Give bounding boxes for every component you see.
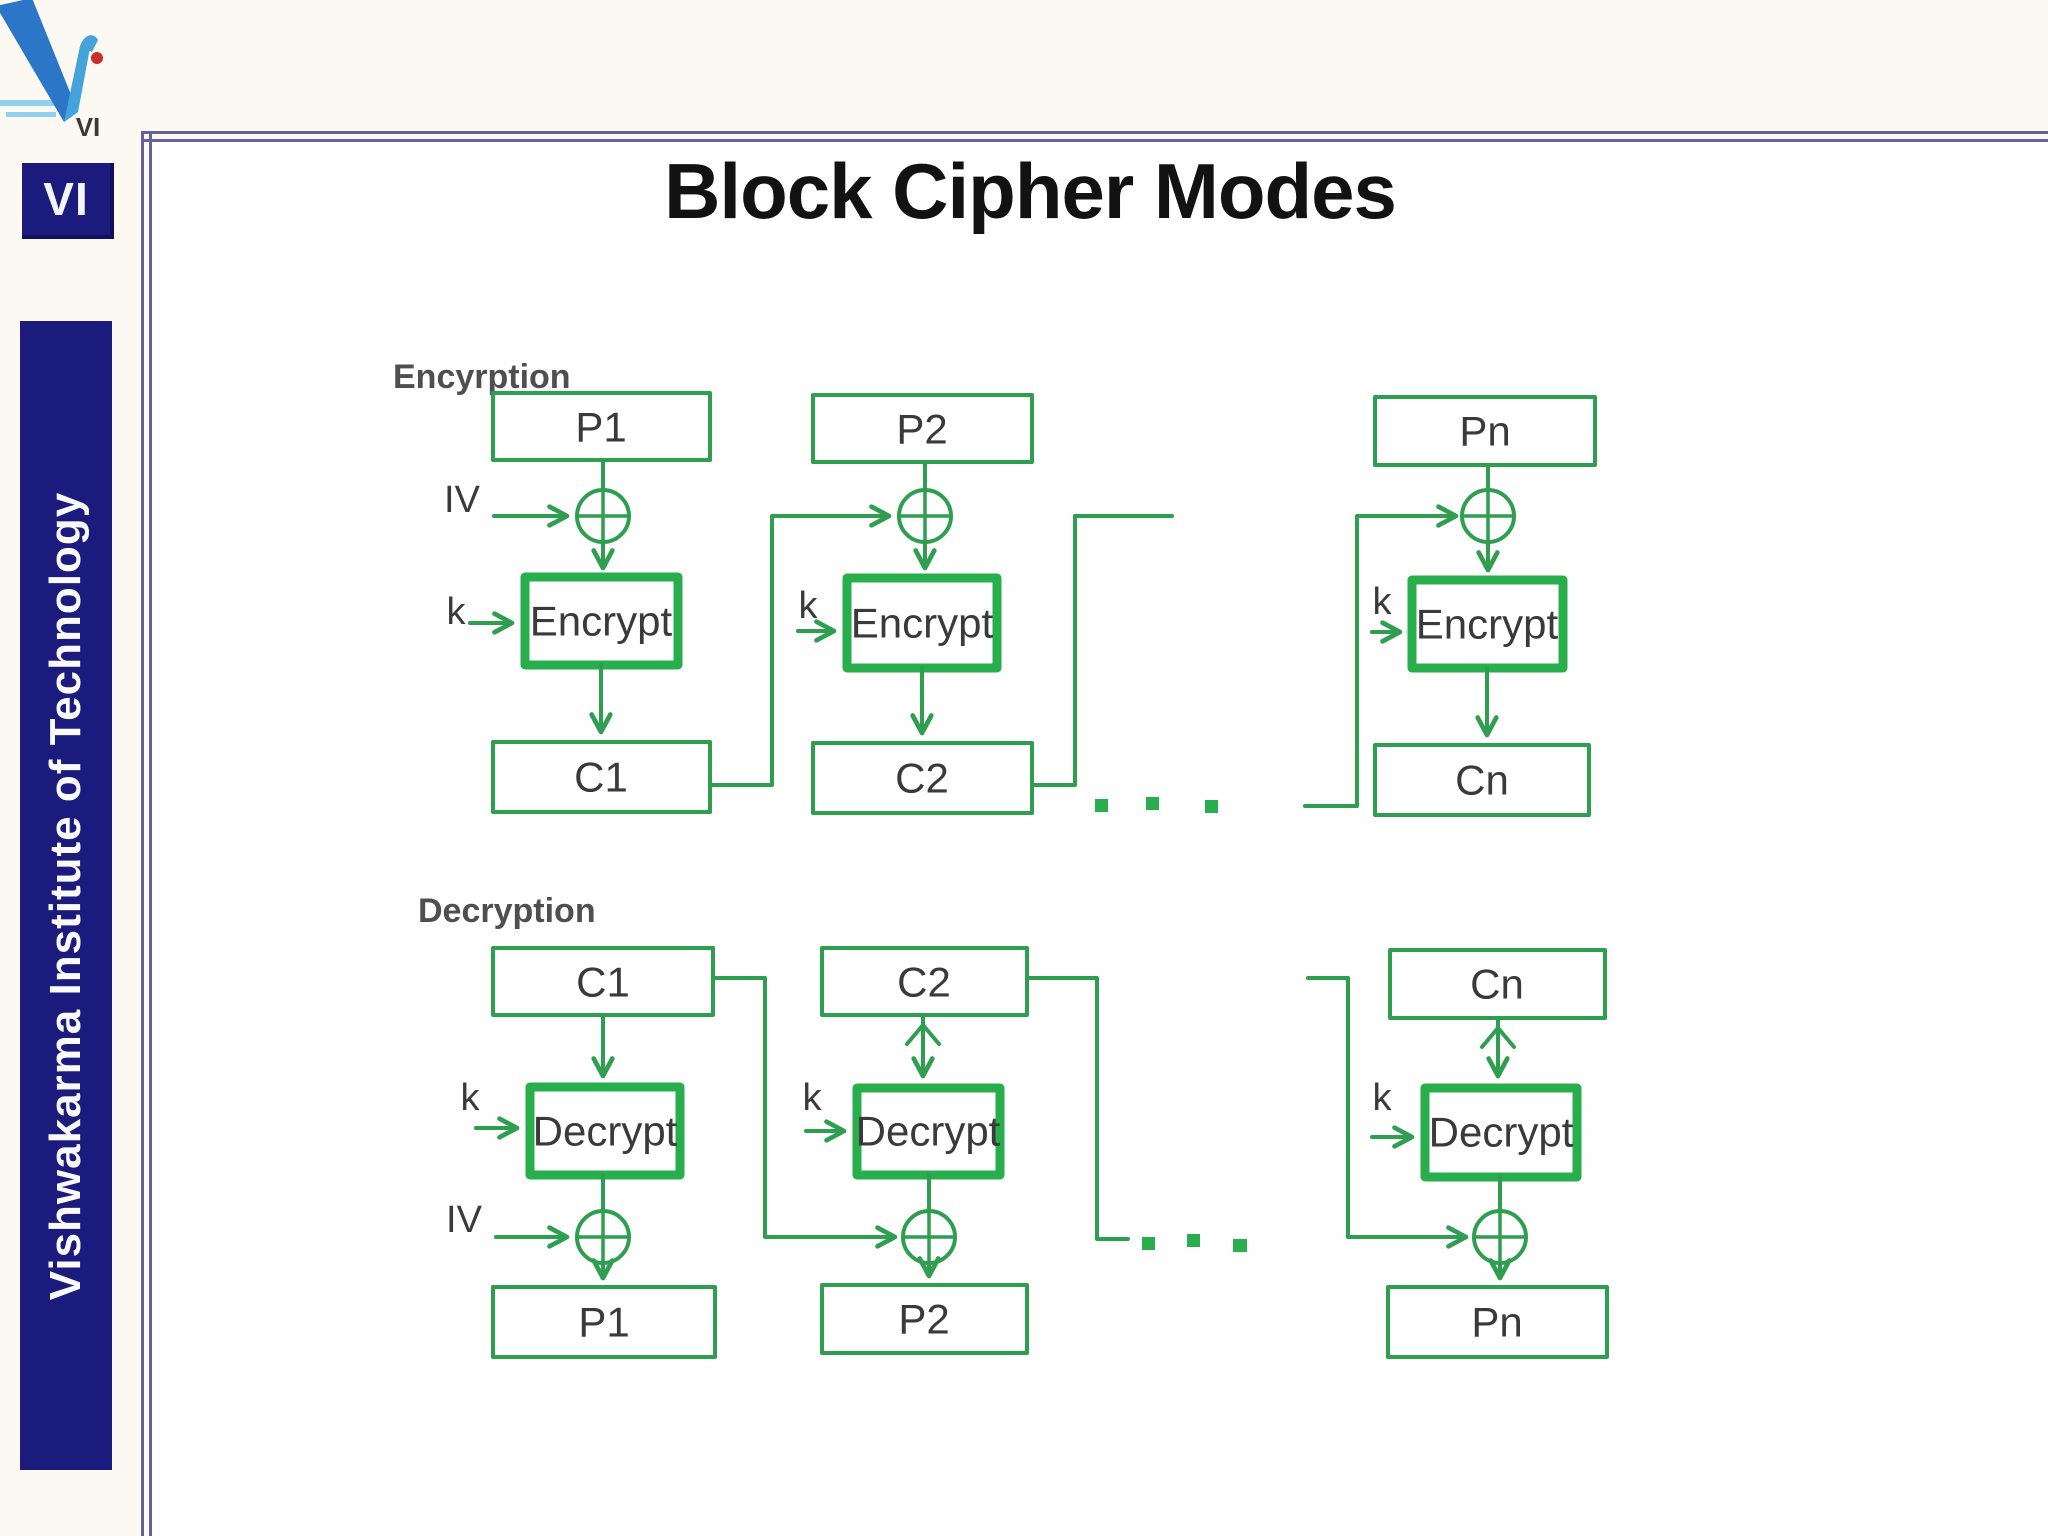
enc-c1-label: C1	[574, 754, 628, 801]
dec-dot-2	[1187, 1234, 1200, 1247]
logo-vi-text: VI	[76, 112, 101, 142]
logo-hook	[80, 35, 98, 52]
vi-badge-label: VI	[43, 173, 89, 225]
enc-k2-label: k	[799, 585, 819, 627]
enc-chain-c1-xor2	[708, 504, 892, 787]
dec-k1-label: k	[461, 1077, 481, 1119]
dec-dot-3	[1233, 1239, 1247, 1252]
dec-p2-box	[820, 1283, 1029, 1355]
dec-iv-label: IV	[446, 1199, 483, 1241]
dec-c1-box	[491, 946, 715, 1017]
encryption-heading: Encyrption	[393, 358, 571, 396]
enc-encrypt2-box	[842, 573, 1002, 673]
slide-background	[150, 140, 2048, 1536]
enc-encrypt2-label: Encrypt	[851, 600, 994, 647]
dec-chain-c2-out	[1025, 976, 1130, 1241]
decryption-section: Decryption C1 Decrypt k IV P1 C2 Decrypt…	[418, 892, 1609, 1359]
slide-frame-left	[141, 131, 152, 1536]
dec-c2-box	[820, 946, 1029, 1017]
enc-pn-label: Pn	[1459, 408, 1510, 455]
dec-p2-label: P2	[898, 1296, 949, 1343]
enc-encrypt1-label: Encrypt	[530, 598, 673, 645]
encryption-section: Encyrption P1 IV Encrypt k C1 P2 Encrypt…	[393, 358, 1597, 817]
enc-c2-box	[811, 741, 1034, 815]
dec-c1-label: C1	[576, 959, 630, 1006]
dec-pn-label: Pn	[1471, 1299, 1522, 1346]
enc-iv-label: IV	[444, 479, 481, 521]
enc-chain-c2-out	[1030, 514, 1174, 787]
enc-encryptn-label: Encrypt	[1416, 601, 1559, 648]
logo-underline-2	[6, 112, 56, 117]
dec-kn-label: k	[1373, 1077, 1393, 1119]
enc-dot-2	[1146, 797, 1159, 810]
dec-pn-box	[1386, 1285, 1609, 1359]
dec-dot-1	[1142, 1237, 1155, 1250]
institute-sidebar: Vishwakarma Institute of Technology	[20, 321, 112, 1470]
dec-chain-into-xorn	[1306, 976, 1469, 1249]
page-title: Block Cipher Modes	[664, 147, 1397, 235]
enc-cn-label: Cn	[1455, 757, 1509, 804]
enc-cn-box	[1373, 743, 1591, 817]
dec-decrypt2-box	[852, 1083, 1005, 1180]
enc-chain-into-xorn	[1303, 504, 1459, 808]
logo-v-left-stroke	[0, 0, 78, 122]
dec-k2-label: k	[803, 1077, 823, 1119]
logo-v-right-stroke	[64, 46, 90, 122]
dec-c2-label: C2	[897, 959, 951, 1006]
dec-decrypt1-box	[525, 1082, 685, 1180]
enc-p2-box	[811, 393, 1034, 464]
enc-dot-3	[1205, 800, 1218, 813]
dec-p1-box	[491, 1285, 717, 1359]
enc-pn-box	[1373, 395, 1597, 467]
enc-p1-label: P1	[575, 404, 626, 451]
enc-dot-1	[1095, 799, 1108, 812]
dec-decrypt2-label: Decrypt	[856, 1108, 1001, 1155]
institute-logo: VI	[0, 0, 103, 142]
enc-c1-box	[491, 740, 712, 814]
enc-p2-label: P2	[896, 406, 947, 453]
decryption-heading: Decryption	[418, 892, 596, 930]
dec-chain-c1-xor2	[711, 976, 898, 1249]
logo-red-dot	[91, 52, 103, 64]
logo-underline-1	[0, 100, 58, 106]
enc-k1-label: k	[447, 591, 467, 633]
enc-kn-label: k	[1373, 581, 1393, 623]
enc-c2-label: C2	[895, 755, 949, 802]
dec-p1-label: P1	[578, 1299, 629, 1346]
vi-badge: VI	[22, 163, 114, 239]
dec-cn-label: Cn	[1470, 961, 1524, 1008]
dec-decryptn-label: Decrypt	[1429, 1109, 1574, 1156]
dec-cn-box	[1388, 948, 1607, 1020]
slide-frame-top	[141, 131, 2048, 142]
dec-decrypt1-label: Decrypt	[533, 1108, 678, 1155]
